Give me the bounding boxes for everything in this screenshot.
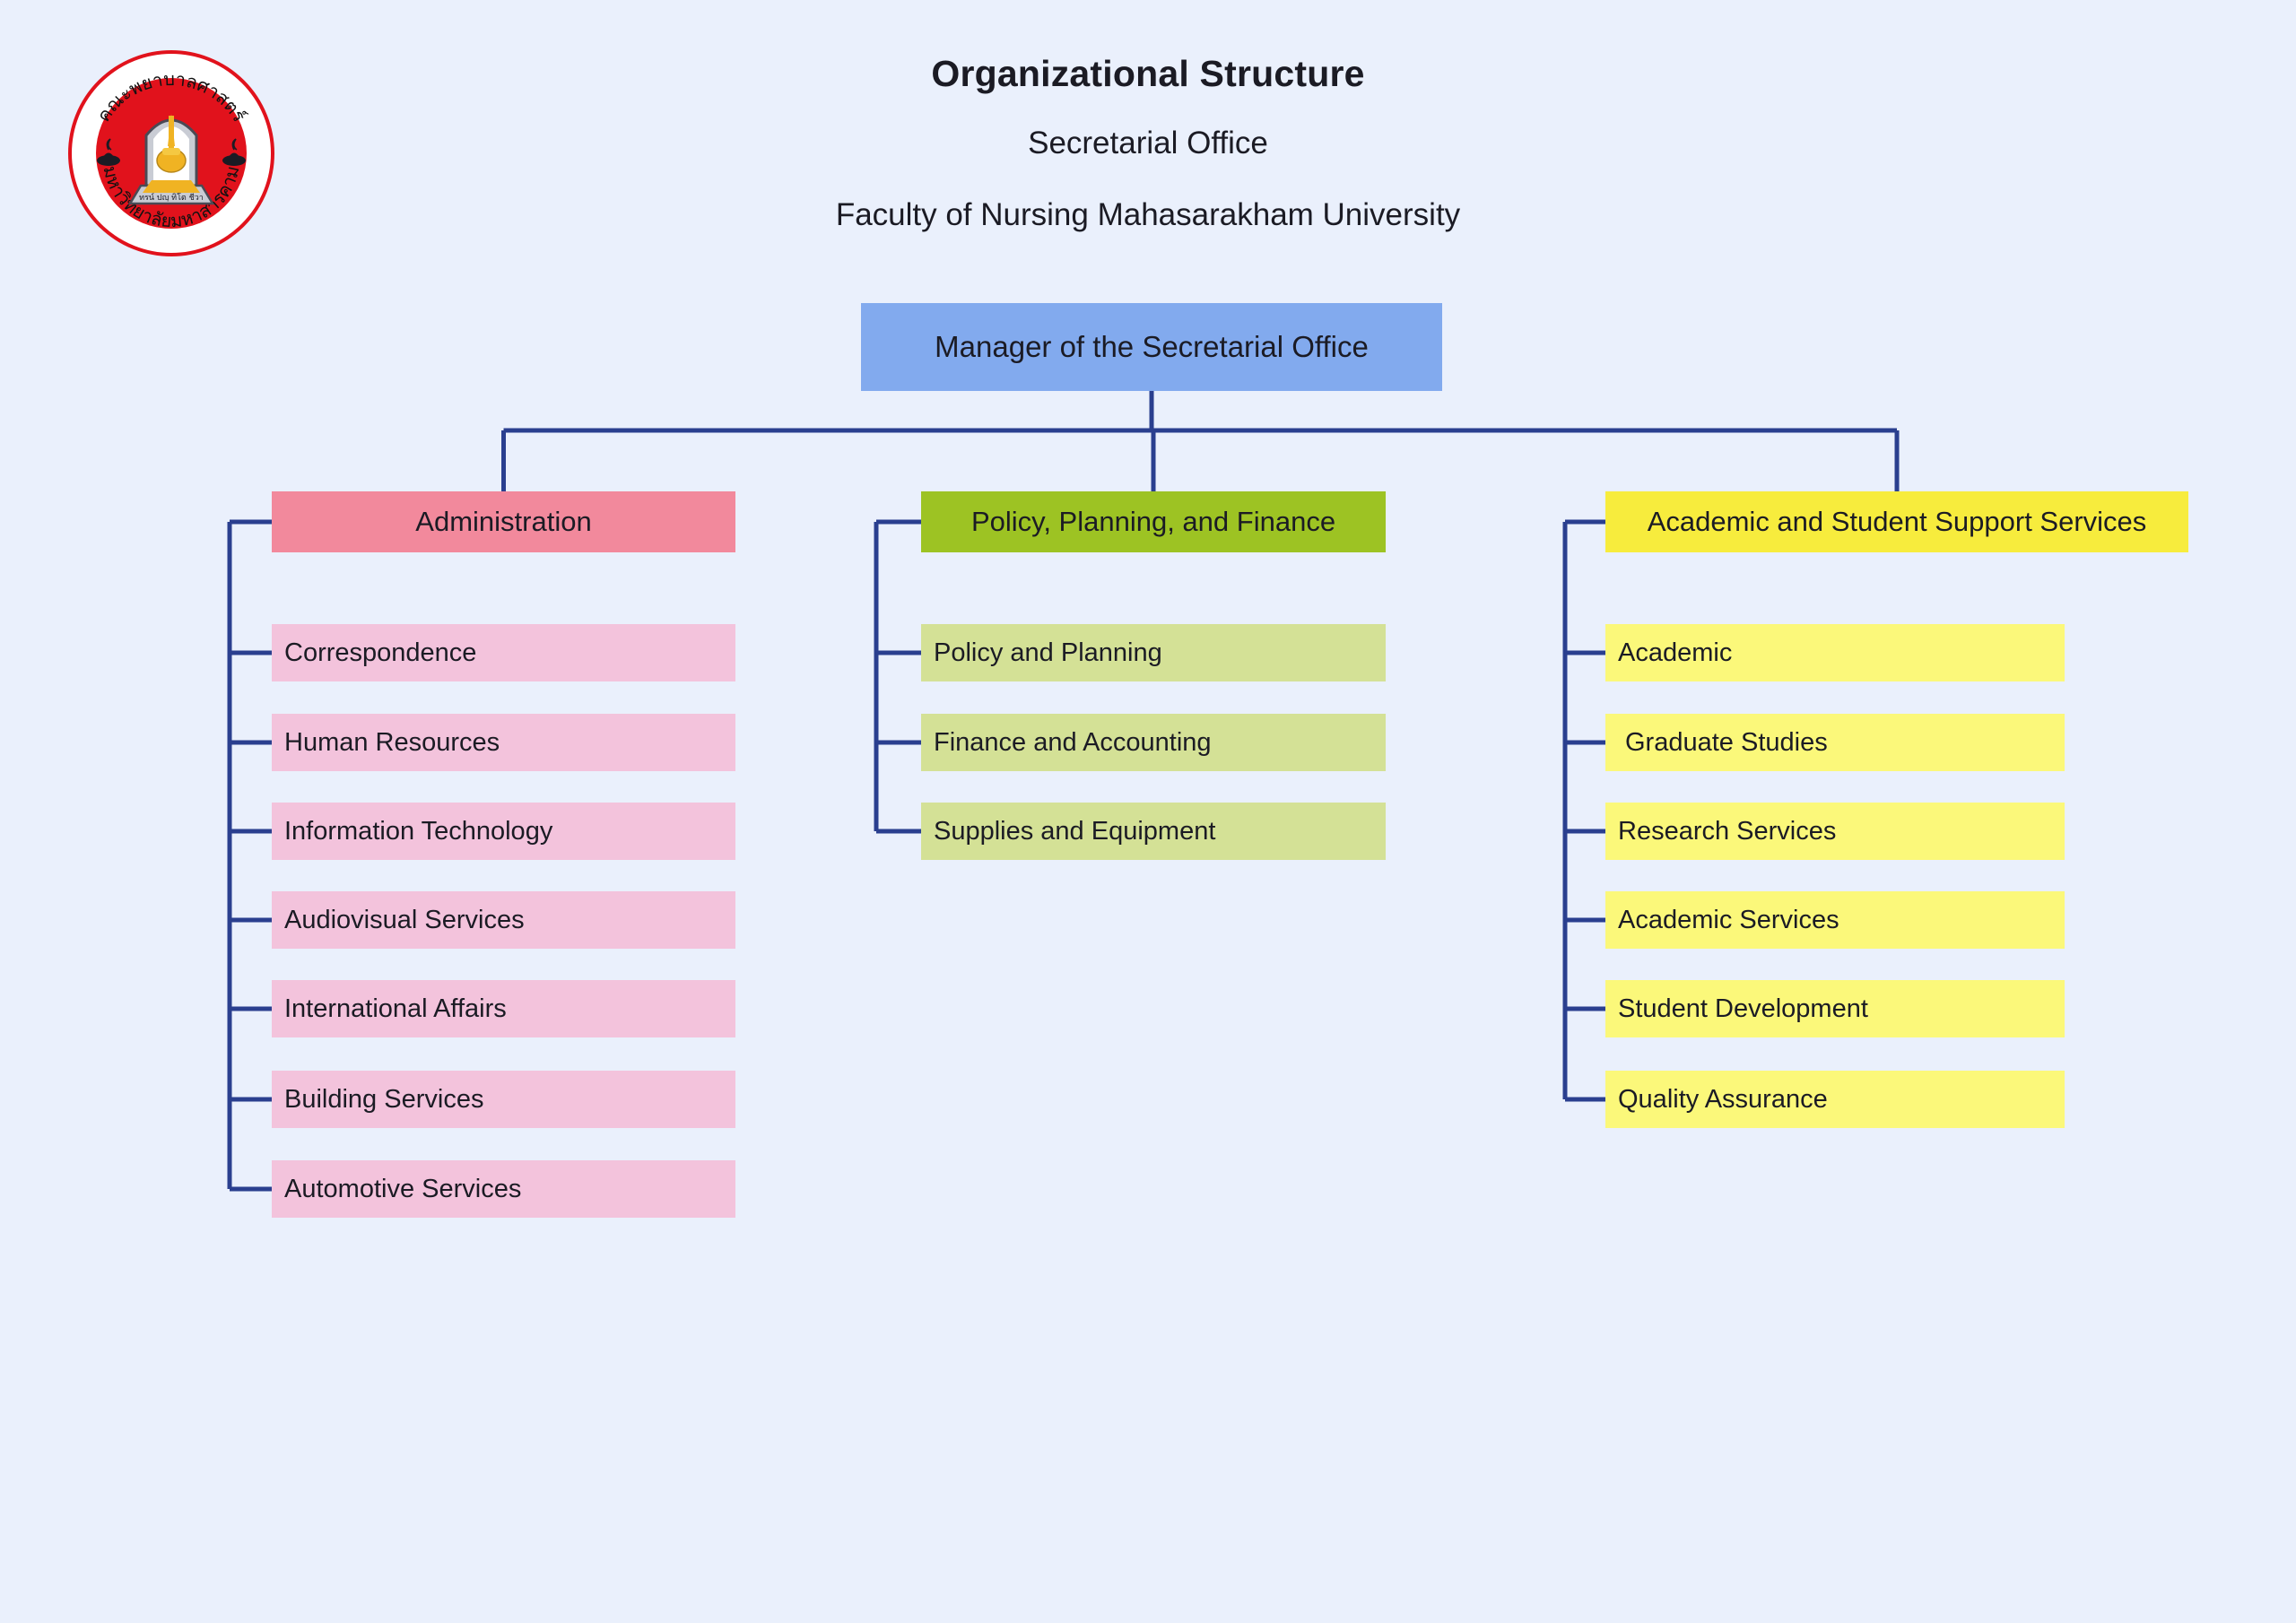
node-header-administration-label: Administration <box>415 506 592 537</box>
node-leaf-academic-student-support-services-4-label: Student Development <box>1618 994 1868 1023</box>
node-root[interactable]: Manager of the Secretarial Office <box>861 303 1442 391</box>
node-leaf-administration-3-label: Audiovisual Services <box>284 905 525 934</box>
node-leaf-administration-1-label: Human Resources <box>284 727 500 757</box>
node-leaf-administration-2-label: Information Technology <box>284 816 553 846</box>
node-leaf-policy-planning-finance-2-label: Supplies and Equipment <box>934 816 1216 846</box>
node-leaf-academic-student-support-services-4[interactable]: Student Development <box>1605 980 2065 1037</box>
node-leaf-policy-planning-finance-0-label: Policy and Planning <box>934 638 1162 667</box>
university-logo: คณะพยาบาลศาสตร์ มหาวิทยาลัยมหาสารคาม ทรน… <box>68 50 274 256</box>
node-header-academic-student-support-services[interactable]: Academic and Student Support Services <box>1605 491 2188 552</box>
node-leaf-administration-0[interactable]: Correspondence <box>272 624 735 681</box>
node-leaf-policy-planning-finance-1-label: Finance and Accounting <box>934 727 1212 757</box>
node-leaf-academic-student-support-services-0-label: Academic <box>1618 638 1733 667</box>
node-header-academic-student-support-services-label: Academic and Student Support Services <box>1647 506 2147 537</box>
node-root-label: Manager of the Secretarial Office <box>935 330 1369 363</box>
node-leaf-academic-student-support-services-1-label: Graduate Studies <box>1625 727 1828 757</box>
node-leaf-academic-student-support-services-3-label: Academic Services <box>1618 905 1839 934</box>
node-header-administration[interactable]: Administration <box>272 491 735 552</box>
node-leaf-academic-student-support-services-5[interactable]: Quality Assurance <box>1605 1071 2065 1128</box>
logo-lamp-right <box>222 138 246 166</box>
node-leaf-administration-2[interactable]: Information Technology <box>272 803 735 860</box>
node-leaf-academic-student-support-services-1[interactable]: Graduate Studies <box>1605 714 2065 771</box>
node-leaf-academic-student-support-services-0[interactable]: Academic <box>1605 624 2065 681</box>
node-leaf-administration-0-label: Correspondence <box>284 638 477 667</box>
node-leaf-administration-4-label: International Affairs <box>284 994 507 1023</box>
node-header-policy-planning-finance-label: Policy, Planning, and Finance <box>970 506 1336 537</box>
node-leaf-academic-student-support-services-2[interactable]: Research Services <box>1605 803 2065 860</box>
node-leaf-administration-1[interactable]: Human Resources <box>272 714 735 771</box>
node-leaf-academic-student-support-services-2-label: Research Services <box>1618 816 1837 846</box>
node-leaf-administration-3[interactable]: Audiovisual Services <box>272 891 735 949</box>
logo-emblem: ทรน์ ปญฺ ทิโต ชีวา <box>127 114 215 205</box>
node-leaf-policy-planning-finance-1[interactable]: Finance and Accounting <box>921 714 1386 771</box>
node-leaf-administration-5[interactable]: Building Services <box>272 1071 735 1128</box>
node-header-policy-planning-finance[interactable]: Policy, Planning, and Finance <box>921 491 1386 552</box>
node-leaf-academic-student-support-services-3[interactable]: Academic Services <box>1605 891 2065 949</box>
node-leaf-administration-6-label: Automotive Services <box>284 1174 522 1203</box>
node-leaf-policy-planning-finance-0[interactable]: Policy and Planning <box>921 624 1386 681</box>
node-leaf-administration-4[interactable]: International Affairs <box>272 980 735 1037</box>
svg-text:ทรน์ ปญฺ ทิโต ชีวา: ทรน์ ปญฺ ทิโต ชีวา <box>139 192 204 203</box>
node-leaf-policy-planning-finance-2[interactable]: Supplies and Equipment <box>921 803 1386 860</box>
node-leaf-administration-5-label: Building Services <box>284 1084 484 1114</box>
node-leaf-administration-6[interactable]: Automotive Services <box>272 1160 735 1218</box>
node-leaf-academic-student-support-services-5-label: Quality Assurance <box>1618 1084 1828 1114</box>
logo-lamp-left <box>97 138 120 166</box>
